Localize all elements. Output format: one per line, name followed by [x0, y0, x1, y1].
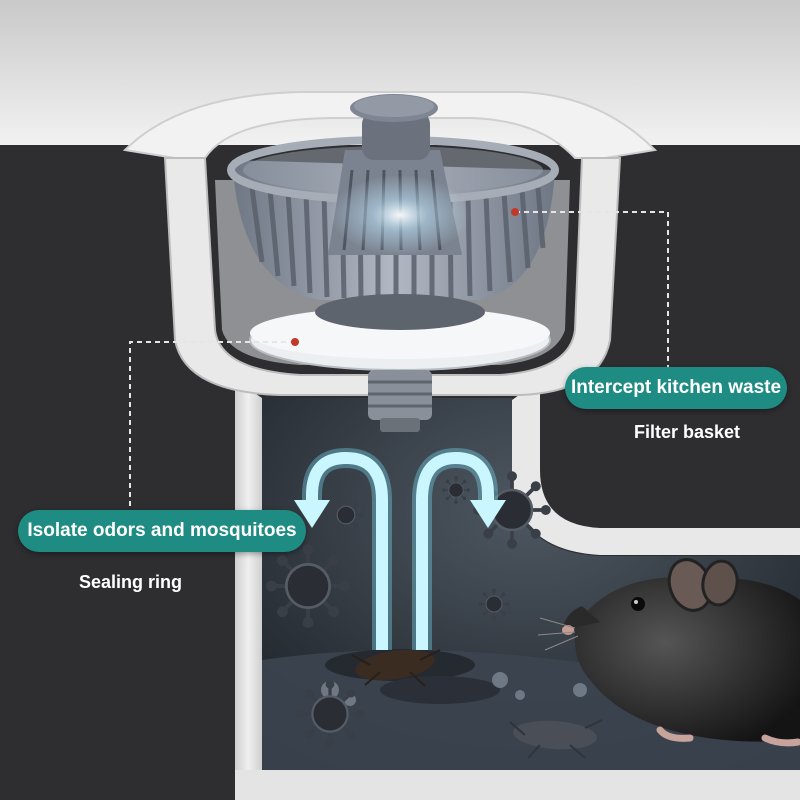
sealing-ring-callout: Isolate odors and mosquitoes: [18, 510, 306, 552]
filter-basket-caption: Filter basket: [634, 422, 741, 442]
cockroach-illustration: [351, 649, 603, 759]
rat-illustration: [537, 558, 800, 747]
basket-knob: [362, 112, 430, 160]
sealing-ring-caption: Sealing ring: [79, 572, 183, 592]
pipe-wall: [512, 380, 800, 555]
leader-lines: [129, 211, 669, 512]
filter-basket-callout: Intercept kitchen waste: [565, 367, 787, 409]
water-flow-arrow-icon: [294, 447, 506, 650]
ring-marker: [291, 338, 299, 346]
drain-flange: [122, 91, 658, 159]
basket-marker: [511, 208, 519, 216]
